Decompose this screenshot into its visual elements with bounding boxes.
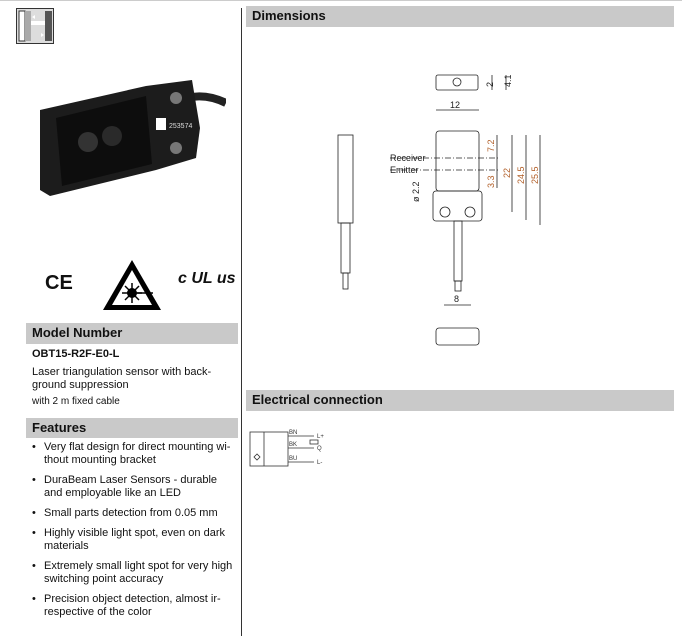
svg-text:22: 22 (502, 168, 512, 178)
svg-text:BK: BK (289, 442, 297, 448)
product-photo: 253574 (36, 78, 228, 198)
svg-text:7.2: 7.2 (486, 139, 496, 152)
svg-text:4.1: 4.1 (503, 74, 513, 87)
svg-text:L+: L+ (317, 434, 324, 440)
svg-text:25.5: 25.5 (530, 166, 540, 184)
electrical-connection-header: Electrical connection (246, 390, 674, 411)
product-description: Laser triangulation sensor with back-gro… (32, 366, 212, 391)
feature-item: Precision object detection, almost ir-re… (28, 593, 236, 619)
feature-item: Very flat design for direct mounting wi-… (28, 441, 236, 467)
svg-text:Emitter: Emitter (390, 165, 419, 175)
svg-text:12: 12 (450, 100, 460, 110)
svg-text:8: 8 (454, 294, 459, 304)
dimension-drawing: 2 4.1 12 Receiver Emitter 7.2 3.3 22 24.… (337, 74, 541, 346)
feature-item: Small parts detection from 0.05 mm (28, 507, 236, 520)
wiring-diagram: BN BK BU L+ Q L- (249, 430, 324, 467)
product-label: 253574 (169, 123, 192, 130)
svg-text:BN: BN (289, 430, 297, 436)
column-divider (241, 8, 242, 636)
feature-item: Extremely small light spot for very high… (28, 560, 236, 586)
ul-listing-mark: c UL us (178, 270, 236, 287)
sensor-type-icon (16, 8, 54, 44)
top-rule (0, 0, 682, 1)
svg-text:2: 2 (485, 82, 495, 87)
svg-text:3.3: 3.3 (486, 175, 496, 188)
dimensions-header: Dimensions (246, 6, 674, 27)
features-list: Very flat design for direct mounting wi-… (28, 441, 236, 626)
feature-item: DuraBeam Laser Sensors - durable and emp… (28, 474, 236, 500)
cable-note: with 2 m fixed cable (32, 396, 120, 407)
svg-text:ø 2.2: ø 2.2 (411, 181, 421, 202)
svg-text:Receiver: Receiver (390, 153, 426, 163)
svg-text:Q: Q (317, 446, 322, 452)
features-header: Features (26, 418, 238, 438)
laser-warning-icon (101, 258, 163, 317)
ce-mark: CE (45, 272, 73, 294)
svg-text:BU: BU (289, 456, 297, 462)
model-number-header: Model Number (26, 323, 238, 344)
feature-item: Highly visible light spot, even on dark … (28, 527, 236, 553)
model-number: OBT15-R2F-E0-L (32, 348, 120, 360)
svg-text:24.5: 24.5 (516, 166, 526, 184)
svg-text:L-: L- (317, 460, 322, 466)
